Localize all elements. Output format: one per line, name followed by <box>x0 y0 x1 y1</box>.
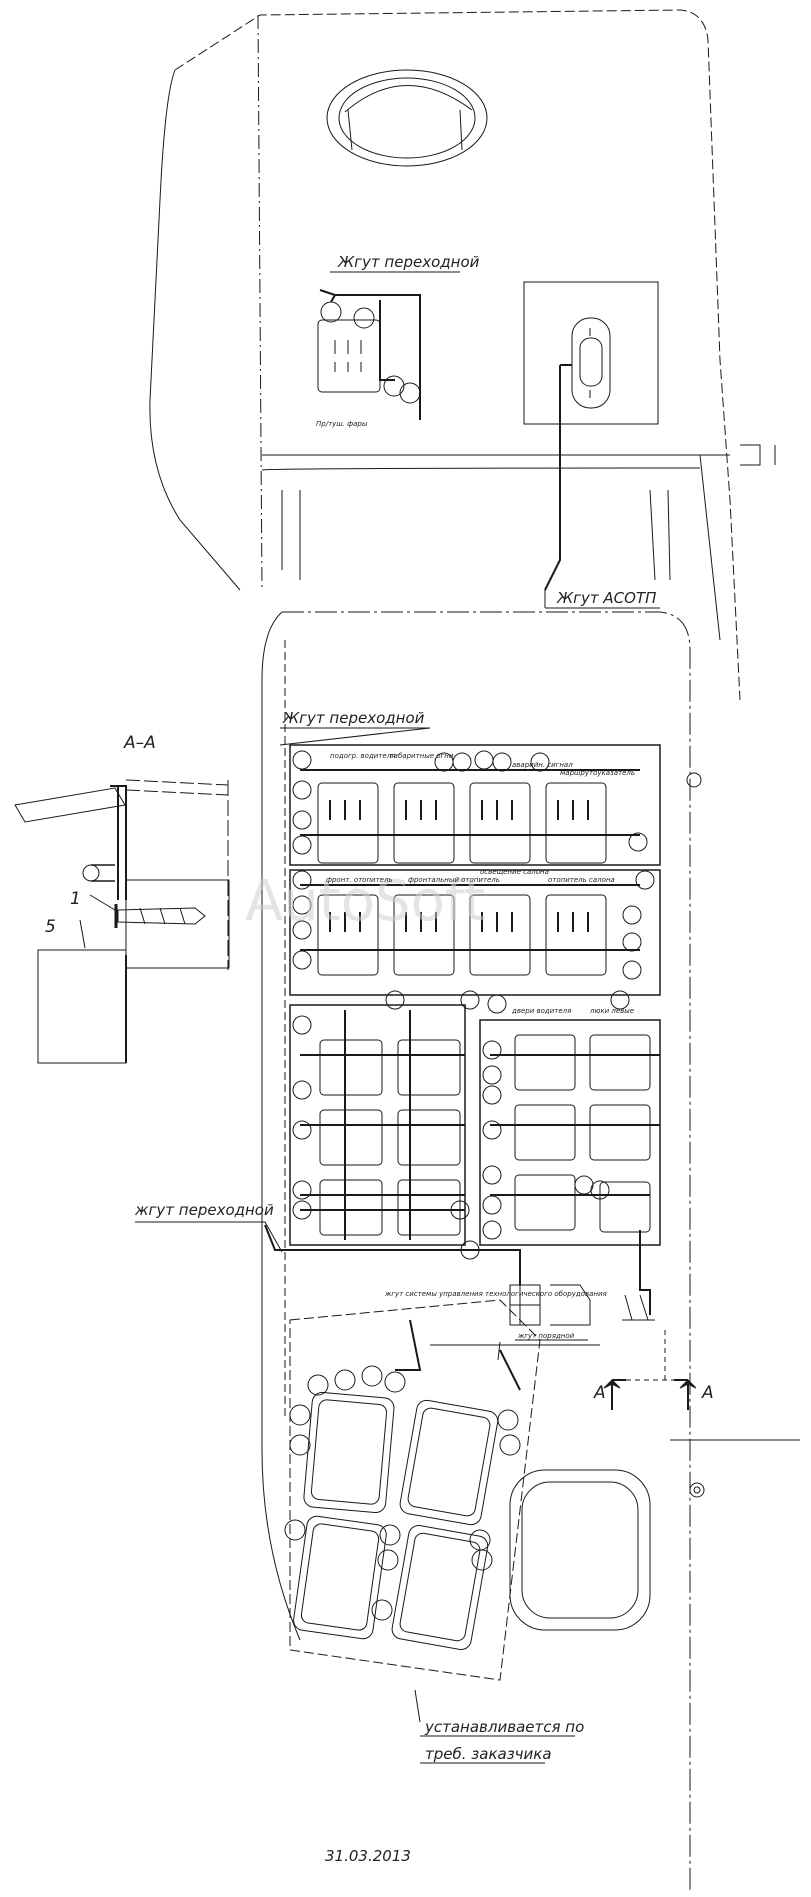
cab-outline <box>149 9 776 701</box>
label-harness-asotp: Жгут АСОТП <box>556 589 656 607</box>
label-section-aa: А–А <box>123 733 156 753</box>
label-installed-line1: устанавливается по <box>424 1718 584 1736</box>
switch-label-8: двери водителя <box>511 1007 571 1015</box>
label-harness-floor: жгут порядной <box>517 1332 575 1340</box>
watermark: AutoSoft <box>245 869 486 934</box>
section-mark-right: А <box>701 1383 714 1403</box>
section-aa-detail <box>14 779 230 1064</box>
label-harness-transition-panel: Жгут переходной <box>282 709 425 727</box>
asotp-panel <box>523 281 659 591</box>
label-headlight-switch: Пр/туш. фары <box>316 420 368 428</box>
tech-system-connectors <box>264 1224 655 1326</box>
switch-label-9: люки левые <box>589 1007 634 1015</box>
roof-hatch <box>326 69 488 167</box>
label-harness-transition-top: Жгут переходной <box>337 253 480 271</box>
switch-label-0: подогр. водителя <box>330 752 395 760</box>
label-installed-line2: треб. заказчика <box>425 1745 552 1763</box>
switch-block-row1 <box>289 744 661 866</box>
optional-switches-zone <box>284 1299 541 1681</box>
switch-label-6: освещение салона <box>480 868 549 876</box>
callout-1: 1 <box>70 889 81 909</box>
switch-block-left <box>289 1004 466 1246</box>
switch-label-3: маршрутоуказатель <box>560 769 635 777</box>
switch-label-7: отопитель салона <box>548 876 615 884</box>
label-date: 31.03.2013 <box>325 1847 411 1865</box>
switch-label-4: фронт. отопитель <box>326 876 393 884</box>
switch-label-5: фронтальный отопитель <box>408 876 500 884</box>
switch-label-1: габаритные огни <box>390 752 454 760</box>
switch-block-right <box>479 1019 661 1315</box>
section-mark-left: А <box>593 1383 606 1403</box>
section-arrows <box>603 1330 697 1410</box>
callout-5: 5 <box>45 917 56 937</box>
label-harness-transition-left: жгут переходной <box>134 1201 274 1219</box>
switch-block-row2 <box>289 869 661 996</box>
label-harness-tech-system: жгут системы управления технологического… <box>384 1290 607 1298</box>
dashboard-panel-outline <box>261 611 800 1890</box>
switch-label-2: аварийн. сигнал <box>512 761 573 769</box>
leader-lines <box>135 271 660 1764</box>
console-recess <box>509 1469 651 1631</box>
transition-connector-top <box>317 289 421 420</box>
